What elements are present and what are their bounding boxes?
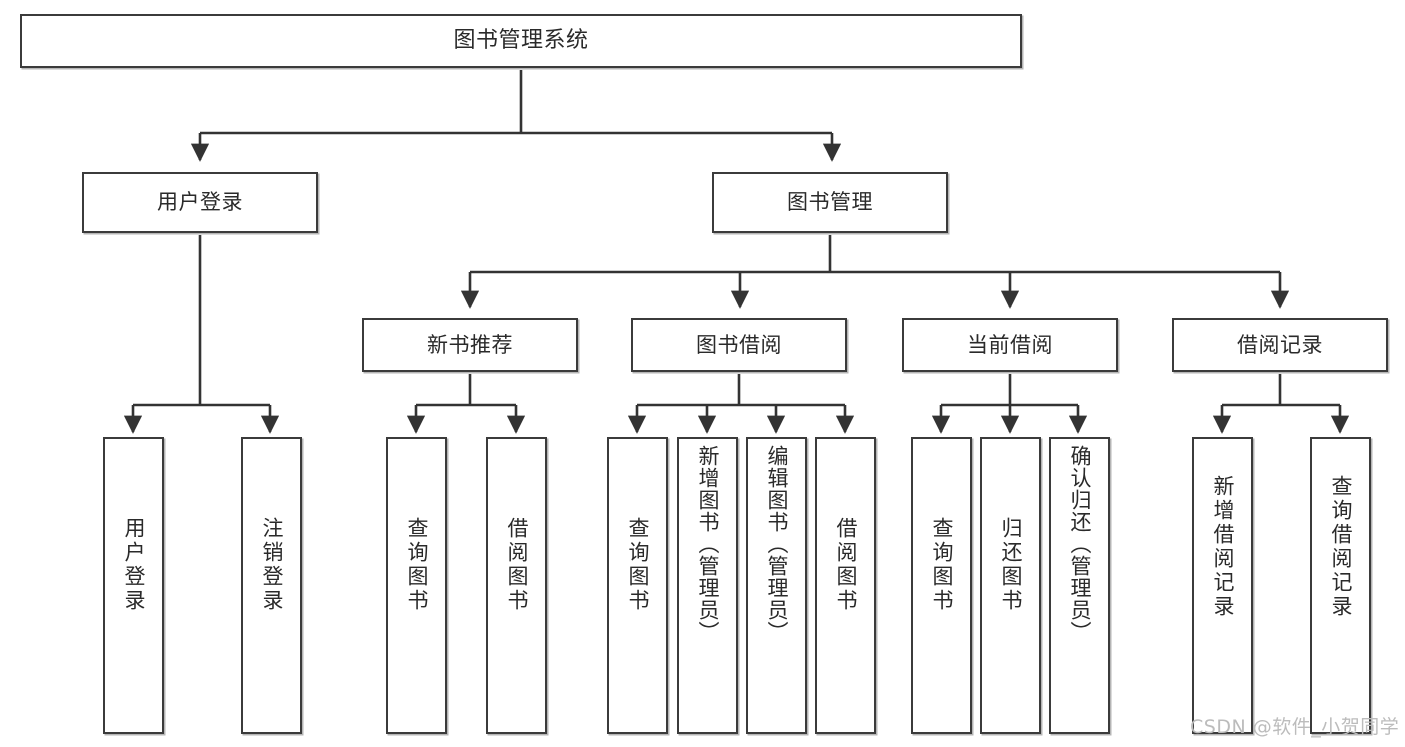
node-label: 新书推荐 <box>427 332 513 357</box>
node-label: 图书借阅 <box>696 332 782 357</box>
leaf-query-book-current[interactable]: 查询图书 <box>911 437 972 734</box>
node-label: 查询图书 <box>930 517 954 613</box>
node-current-borrow[interactable]: 当前借阅 <box>902 318 1118 372</box>
node-label: 图书管理 <box>787 190 873 215</box>
node-label: 新增借阅记录 <box>1211 475 1235 619</box>
node-label: 查询图书 <box>405 517 429 613</box>
watermark-text: CSDN @软件_小贺同学 <box>1190 716 1400 738</box>
node-label: 新增图书（管理员） <box>696 445 720 643</box>
leaf-borrow-book-recommend[interactable]: 借阅图书 <box>486 437 547 734</box>
node-label: 借阅图书 <box>505 517 529 613</box>
node-label: 查询图书 <box>626 517 650 613</box>
node-new-book-recommend[interactable]: 新书推荐 <box>362 318 578 372</box>
node-label: 图书管理系统 <box>453 28 589 54</box>
node-label: 用户登录 <box>157 190 243 215</box>
leaf-query-book-borrow[interactable]: 查询图书 <box>607 437 668 734</box>
leaf-add-borrow-record[interactable]: 新增借阅记录 <box>1192 437 1253 734</box>
node-label: 归还图书 <box>999 517 1023 613</box>
node-label: 确认归还（管理员） <box>1068 445 1092 643</box>
leaf-add-book-admin[interactable]: 新增图书（管理员） <box>677 437 738 734</box>
leaf-query-borrow-record[interactable]: 查询借阅记录 <box>1310 437 1371 734</box>
node-label: 借阅记录 <box>1237 332 1323 357</box>
node-root-system[interactable]: 图书管理系统 <box>20 14 1022 68</box>
node-label: 当前借阅 <box>967 332 1053 357</box>
node-borrow-record[interactable]: 借阅记录 <box>1172 318 1388 372</box>
node-label: 注销登录 <box>260 517 284 613</box>
node-book-management[interactable]: 图书管理 <box>712 172 948 233</box>
node-label: 用户登录 <box>122 517 146 613</box>
node-book-borrow[interactable]: 图书借阅 <box>631 318 847 372</box>
leaf-borrow-book[interactable]: 借阅图书 <box>815 437 876 734</box>
leaf-edit-book-admin[interactable]: 编辑图书（管理员） <box>746 437 807 734</box>
leaf-user-login[interactable]: 用户登录 <box>103 437 164 734</box>
leaf-query-book-recommend[interactable]: 查询图书 <box>386 437 447 734</box>
node-label: 查询借阅记录 <box>1329 475 1353 619</box>
node-user-login[interactable]: 用户登录 <box>82 172 318 233</box>
node-label: 编辑图书（管理员） <box>765 445 789 643</box>
leaf-return-book[interactable]: 归还图书 <box>980 437 1041 734</box>
node-label: 借阅图书 <box>834 517 858 613</box>
leaf-logout[interactable]: 注销登录 <box>241 437 302 734</box>
leaf-confirm-return-admin[interactable]: 确认归还（管理员） <box>1049 437 1110 734</box>
